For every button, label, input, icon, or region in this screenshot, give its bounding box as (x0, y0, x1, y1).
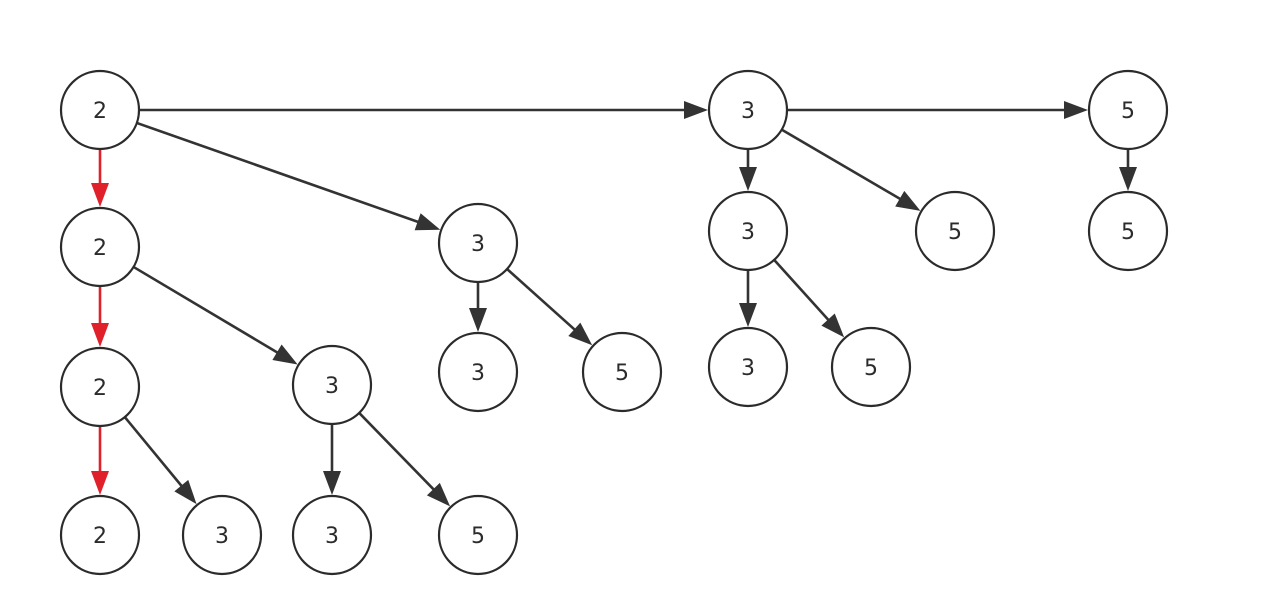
node-circle (830, 326, 912, 408)
arrowhead-icon (568, 322, 593, 346)
arrowhead-icon (91, 471, 109, 495)
tree-node-n13: 3 (707, 326, 789, 408)
edge-n1-n5 (136, 121, 441, 231)
node-circle (291, 344, 373, 426)
edge-n9-n16 (123, 416, 197, 505)
highlighted-edge-n9-n15 (91, 426, 109, 495)
arrowhead-icon (91, 183, 109, 207)
node-label: 5 (1121, 99, 1135, 124)
highlighted-edge-n1-n4 (91, 149, 109, 207)
edge-n10-n18 (358, 412, 451, 507)
node-label: 3 (325, 374, 339, 399)
tree-node-n2: 3 (707, 69, 789, 151)
tree-node-n10: 3 (291, 344, 373, 426)
nodes-layer: 2 3 5 2 3 3 5 5 2 3 3 5 3 5 2 3 3 5 (59, 69, 1169, 576)
edge-line (136, 121, 424, 225)
edge-n1-n2 (139, 101, 708, 119)
edge-n10-n17 (323, 424, 341, 495)
node-label: 3 (741, 99, 755, 124)
arrowhead-icon (739, 167, 757, 191)
tree-node-n12: 5 (581, 331, 663, 413)
arrowhead-icon (426, 482, 451, 507)
tree-node-n11: 3 (437, 331, 519, 413)
node-circle (291, 494, 373, 576)
edges-layer (91, 101, 1137, 507)
edge-n6-n13 (739, 270, 757, 327)
arrowhead-icon (895, 190, 921, 211)
tree-node-n4: 2 (59, 206, 141, 288)
tree-node-n16: 3 (181, 494, 263, 576)
node-label: 5 (1121, 220, 1135, 245)
node-label: 3 (741, 356, 755, 381)
tree-node-n17: 3 (291, 494, 373, 576)
edge-n2-n3 (787, 101, 1088, 119)
node-label: 2 (93, 524, 107, 549)
tree-node-n7: 5 (914, 190, 996, 272)
node-circle (59, 206, 141, 288)
node-circle (707, 190, 789, 272)
edge-n3-n8 (1119, 149, 1137, 191)
edge-n5-n12 (506, 268, 593, 346)
node-circle (914, 190, 996, 272)
node-circle (437, 202, 519, 284)
edge-n2-n6 (739, 149, 757, 191)
arrowhead-icon (272, 344, 298, 365)
arrowhead-icon (684, 101, 708, 119)
node-label: 3 (741, 220, 755, 245)
node-label: 2 (93, 236, 107, 261)
node-label: 3 (471, 361, 485, 386)
edge-line (506, 268, 580, 335)
edge-n4-n10 (132, 265, 298, 365)
node-label: 5 (948, 220, 962, 245)
edge-line (358, 412, 439, 495)
node-circle (59, 346, 141, 428)
tree-node-n18: 5 (437, 494, 519, 576)
node-label: 5 (864, 356, 878, 381)
arrowhead-icon (174, 479, 197, 505)
tree-node-n15: 2 (59, 494, 141, 576)
node-circle (437, 331, 519, 413)
tree-node-n9: 2 (59, 346, 141, 428)
highlighted-edge-n4-n9 (91, 286, 109, 347)
tree-node-n1: 2 (59, 69, 141, 151)
tree-node-n14: 5 (830, 326, 912, 408)
node-label: 2 (93, 99, 107, 124)
tree-node-n8: 5 (1087, 190, 1169, 272)
node-circle (181, 494, 263, 576)
arrowhead-icon (1119, 167, 1137, 191)
node-label: 3 (325, 524, 339, 549)
arrowhead-icon (469, 308, 487, 332)
node-label: 3 (471, 232, 485, 257)
node-circle (1087, 190, 1169, 272)
node-circle (437, 494, 519, 576)
edge-n6-n14 (773, 259, 845, 338)
node-circle (1087, 69, 1169, 151)
arrowhead-icon (739, 303, 757, 327)
arrowhead-icon (821, 313, 845, 338)
node-circle (59, 69, 141, 151)
tree-node-n3: 5 (1087, 69, 1169, 151)
arrowhead-icon (323, 471, 341, 495)
node-circle (707, 69, 789, 151)
node-circle (581, 331, 663, 413)
node-label: 5 (471, 524, 485, 549)
edge-line (132, 265, 283, 357)
tree-node-n5: 3 (437, 202, 519, 284)
edge-n2-n7 (781, 128, 921, 211)
arrowhead-icon (1064, 101, 1088, 119)
edge-line (781, 128, 906, 203)
node-circle (59, 494, 141, 576)
node-label: 2 (93, 376, 107, 401)
edge-line (123, 416, 187, 492)
node-label: 5 (615, 361, 629, 386)
node-label: 3 (215, 524, 229, 549)
arrowhead-icon (414, 213, 441, 231)
node-circle (707, 326, 789, 408)
edge-line (773, 259, 834, 325)
edge-n5-n11 (469, 282, 487, 332)
arrowhead-icon (91, 323, 109, 347)
tree-node-n6: 3 (707, 190, 789, 272)
